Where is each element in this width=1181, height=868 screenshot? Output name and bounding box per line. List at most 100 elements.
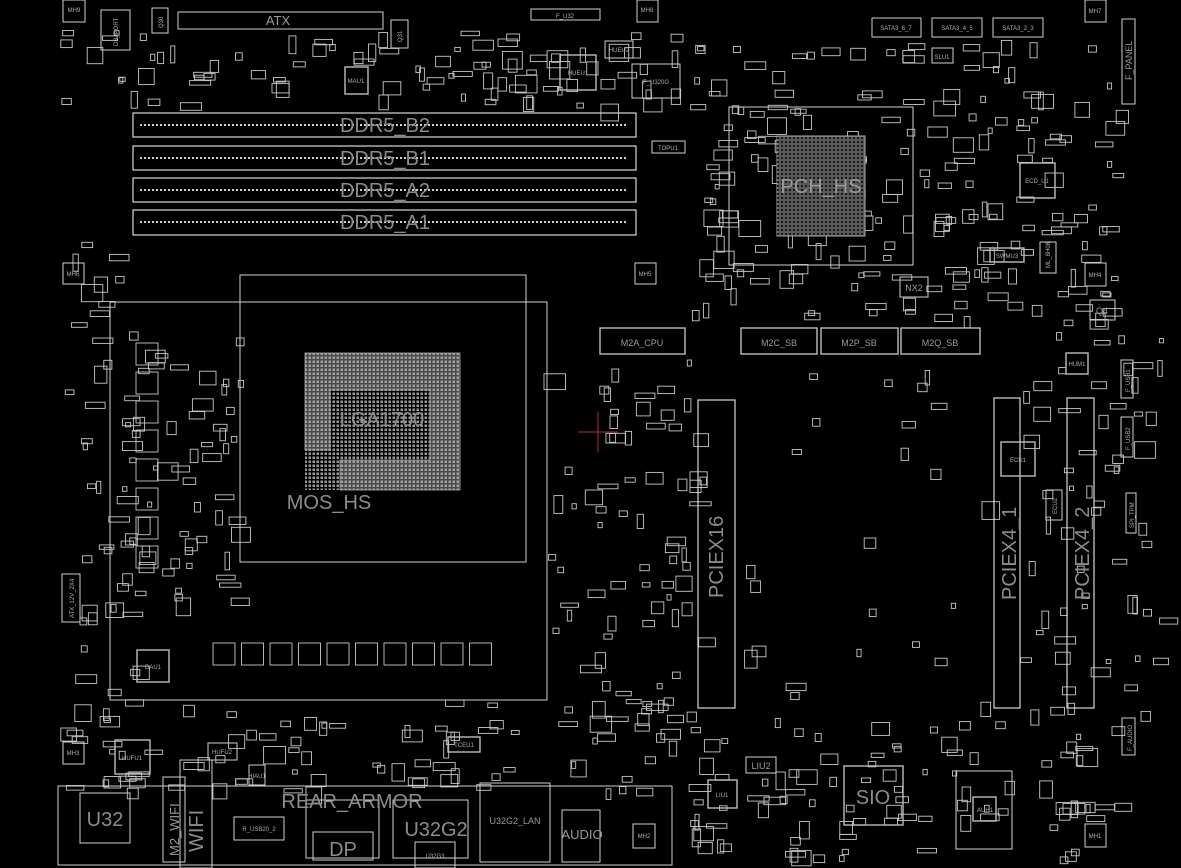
atx-connector[interactable]: ATX bbox=[177, 11, 384, 30]
pcie-slot-pciex4-2[interactable]: PCIEX4_2 bbox=[1066, 397, 1095, 709]
chip-q30[interactable]: Q30 bbox=[151, 7, 169, 34]
chip-ecu1[interactable]: ECU1 bbox=[1000, 441, 1036, 477]
chip-q4[interactable]: Q4 bbox=[1089, 299, 1116, 321]
smd-pad bbox=[941, 736, 958, 753]
chip-hum1[interactable]: HUM1 bbox=[1065, 352, 1089, 375]
smd-pad bbox=[699, 757, 714, 775]
smd-pad bbox=[108, 253, 130, 262]
smd-pad bbox=[1017, 154, 1033, 163]
wifi-module[interactable] bbox=[179, 759, 213, 868]
pch-heatsink[interactable]: PCH_HS bbox=[728, 106, 914, 266]
chip-tceu1[interactable]: TCEU1 bbox=[447, 736, 481, 753]
chip-q31[interactable]: Q31 bbox=[390, 19, 409, 49]
smd-pad bbox=[272, 77, 286, 83]
smd-pad bbox=[738, 220, 762, 237]
smd-pad bbox=[452, 70, 473, 77]
m2-slot-m2a-cpu[interactable]: M2A_CPU bbox=[599, 327, 686, 355]
audio-jack[interactable] bbox=[561, 809, 601, 863]
vrm-choke bbox=[355, 642, 378, 666]
f-u320g-header[interactable]: F_U320G bbox=[631, 63, 681, 99]
u32g2-lan-port[interactable] bbox=[479, 782, 551, 863]
f-usb1-header[interactable]: F_USB1 bbox=[1120, 359, 1134, 399]
spi-tpm-header[interactable]: SPI_TPM bbox=[1125, 492, 1137, 534]
f-audio-header[interactable]: F_AUDIO bbox=[1121, 717, 1136, 756]
db-port[interactable]: DB_PORT bbox=[100, 9, 131, 51]
smd-pad bbox=[102, 35, 118, 41]
smd-pad bbox=[283, 788, 303, 794]
rear-armor-io[interactable]: U32 M2_WIFI WIFI R_USB20_2 DP U32G2 U32G… bbox=[57, 759, 673, 868]
chip-liu1[interactable]: LIU1 bbox=[707, 779, 738, 809]
chip-nx2[interactable]: NX2 bbox=[899, 276, 929, 298]
dimm-slot-ddr5-a2[interactable]: DDR5_A2 bbox=[132, 177, 637, 203]
smd-pad bbox=[926, 285, 943, 293]
dp-label: DP bbox=[329, 839, 357, 861]
chip-topu1[interactable]: TOPU1 bbox=[651, 140, 686, 154]
smd-pad bbox=[670, 88, 682, 105]
chip-ecu2[interactable]: ECU2 bbox=[1045, 489, 1063, 521]
chip-auh1[interactable]: AUH1 bbox=[955, 770, 1013, 850]
atx-12v-connector[interactable]: ATX_12V_2X4 bbox=[61, 573, 81, 623]
chip-ecd-u1[interactable]: ECD_U1 bbox=[1019, 162, 1056, 199]
smd-pad bbox=[1063, 319, 1074, 327]
smd-pad bbox=[607, 615, 617, 632]
chip-hueu2[interactable]: HUEU2 bbox=[604, 40, 634, 59]
chip-swmu3[interactable]: SWMU3 bbox=[989, 247, 1025, 263]
dimm-slot-ddr5-a1[interactable]: DDR5_A1 bbox=[132, 209, 637, 236]
dimm-slot-ddr5-b1[interactable]: DDR5_B1 bbox=[132, 145, 637, 171]
chip-liu2[interactable]: LIU2 bbox=[745, 756, 777, 774]
hufu2-label: HUFU2 bbox=[212, 750, 233, 756]
chip-hufu2[interactable]: HUFU2 bbox=[207, 742, 238, 761]
smd-pad bbox=[868, 608, 877, 618]
smd-pad bbox=[215, 755, 226, 764]
smd-pad bbox=[329, 723, 347, 729]
chip-hufu1[interactable]: HUFU1 bbox=[114, 739, 151, 775]
chip-hueu1[interactable]: HUEU1 bbox=[559, 54, 597, 91]
smd-pad bbox=[962, 44, 981, 52]
usb-port-stack[interactable] bbox=[305, 799, 380, 859]
smd-pad bbox=[881, 116, 901, 124]
smd-pad bbox=[1093, 340, 1111, 346]
smd-pad bbox=[697, 46, 705, 52]
smd-pad bbox=[1059, 856, 1069, 865]
pcie-slot-pciex16[interactable]: PCIEX16 bbox=[697, 399, 736, 709]
smd-pad bbox=[1118, 335, 1125, 345]
m2-wifi-slot[interactable] bbox=[162, 776, 186, 863]
smd-pad bbox=[129, 537, 137, 545]
smd-pad bbox=[1157, 360, 1163, 377]
smd-pad bbox=[1132, 362, 1154, 370]
chip-dau1[interactable]: DAU1 bbox=[136, 649, 170, 683]
r-usb20-2-port[interactable] bbox=[233, 816, 285, 841]
f-u32-header[interactable]: F_U32 bbox=[530, 8, 601, 21]
sata-connector-2-3[interactable]: SATA3_2_3 bbox=[992, 17, 1044, 38]
u32g3-port[interactable] bbox=[414, 841, 456, 868]
u32-port[interactable] bbox=[79, 792, 131, 844]
chip-slu1[interactable]: SLU1 bbox=[931, 47, 954, 64]
chip-hiau1[interactable]: HIAU1 bbox=[248, 764, 266, 786]
smd-pad bbox=[571, 503, 577, 510]
smd-pad bbox=[666, 536, 687, 547]
dp-port[interactable] bbox=[312, 831, 374, 861]
smd-pad bbox=[1065, 851, 1077, 862]
dimm-slot-ddr5-b2[interactable]: DDR5_B2 bbox=[132, 112, 637, 138]
smd-pad bbox=[718, 171, 736, 186]
sata-connector-6-7[interactable]: SATA3_6_7 bbox=[871, 17, 922, 38]
sata-connector-4-5[interactable]: SATA3_4_5 bbox=[931, 17, 983, 38]
u32g2-port[interactable] bbox=[392, 799, 469, 859]
chip-ml-8h08[interactable]: ML_8H08 bbox=[1039, 241, 1057, 274]
smd-pad bbox=[917, 382, 928, 393]
m2-slot-m2c-sb[interactable]: M2C_SB bbox=[740, 327, 818, 355]
chip-mau1[interactable]: MAU1 bbox=[344, 66, 369, 95]
f-usb2-header[interactable]: F_USB2 bbox=[1120, 416, 1134, 458]
cpu-socket-lga1700[interactable]: LGA1700 MOS_HS bbox=[109, 274, 548, 701]
smd-pad bbox=[250, 70, 267, 80]
smd-pad bbox=[1074, 214, 1088, 224]
smd-pad bbox=[1031, 93, 1054, 109]
pcie-slot-pciex4-1[interactable]: PCIEX4_1 bbox=[993, 397, 1021, 709]
smd-pad bbox=[1042, 157, 1054, 163]
m2-slot-m2q-sb[interactable]: M2Q_SB bbox=[900, 327, 981, 355]
m2-slot-m2p-sb[interactable]: M2P_SB bbox=[820, 327, 899, 355]
f-panel-header[interactable]: F_PANEL bbox=[1121, 18, 1136, 105]
chip-sio[interactable]: SIO bbox=[843, 765, 904, 826]
smd-pad bbox=[804, 312, 821, 321]
